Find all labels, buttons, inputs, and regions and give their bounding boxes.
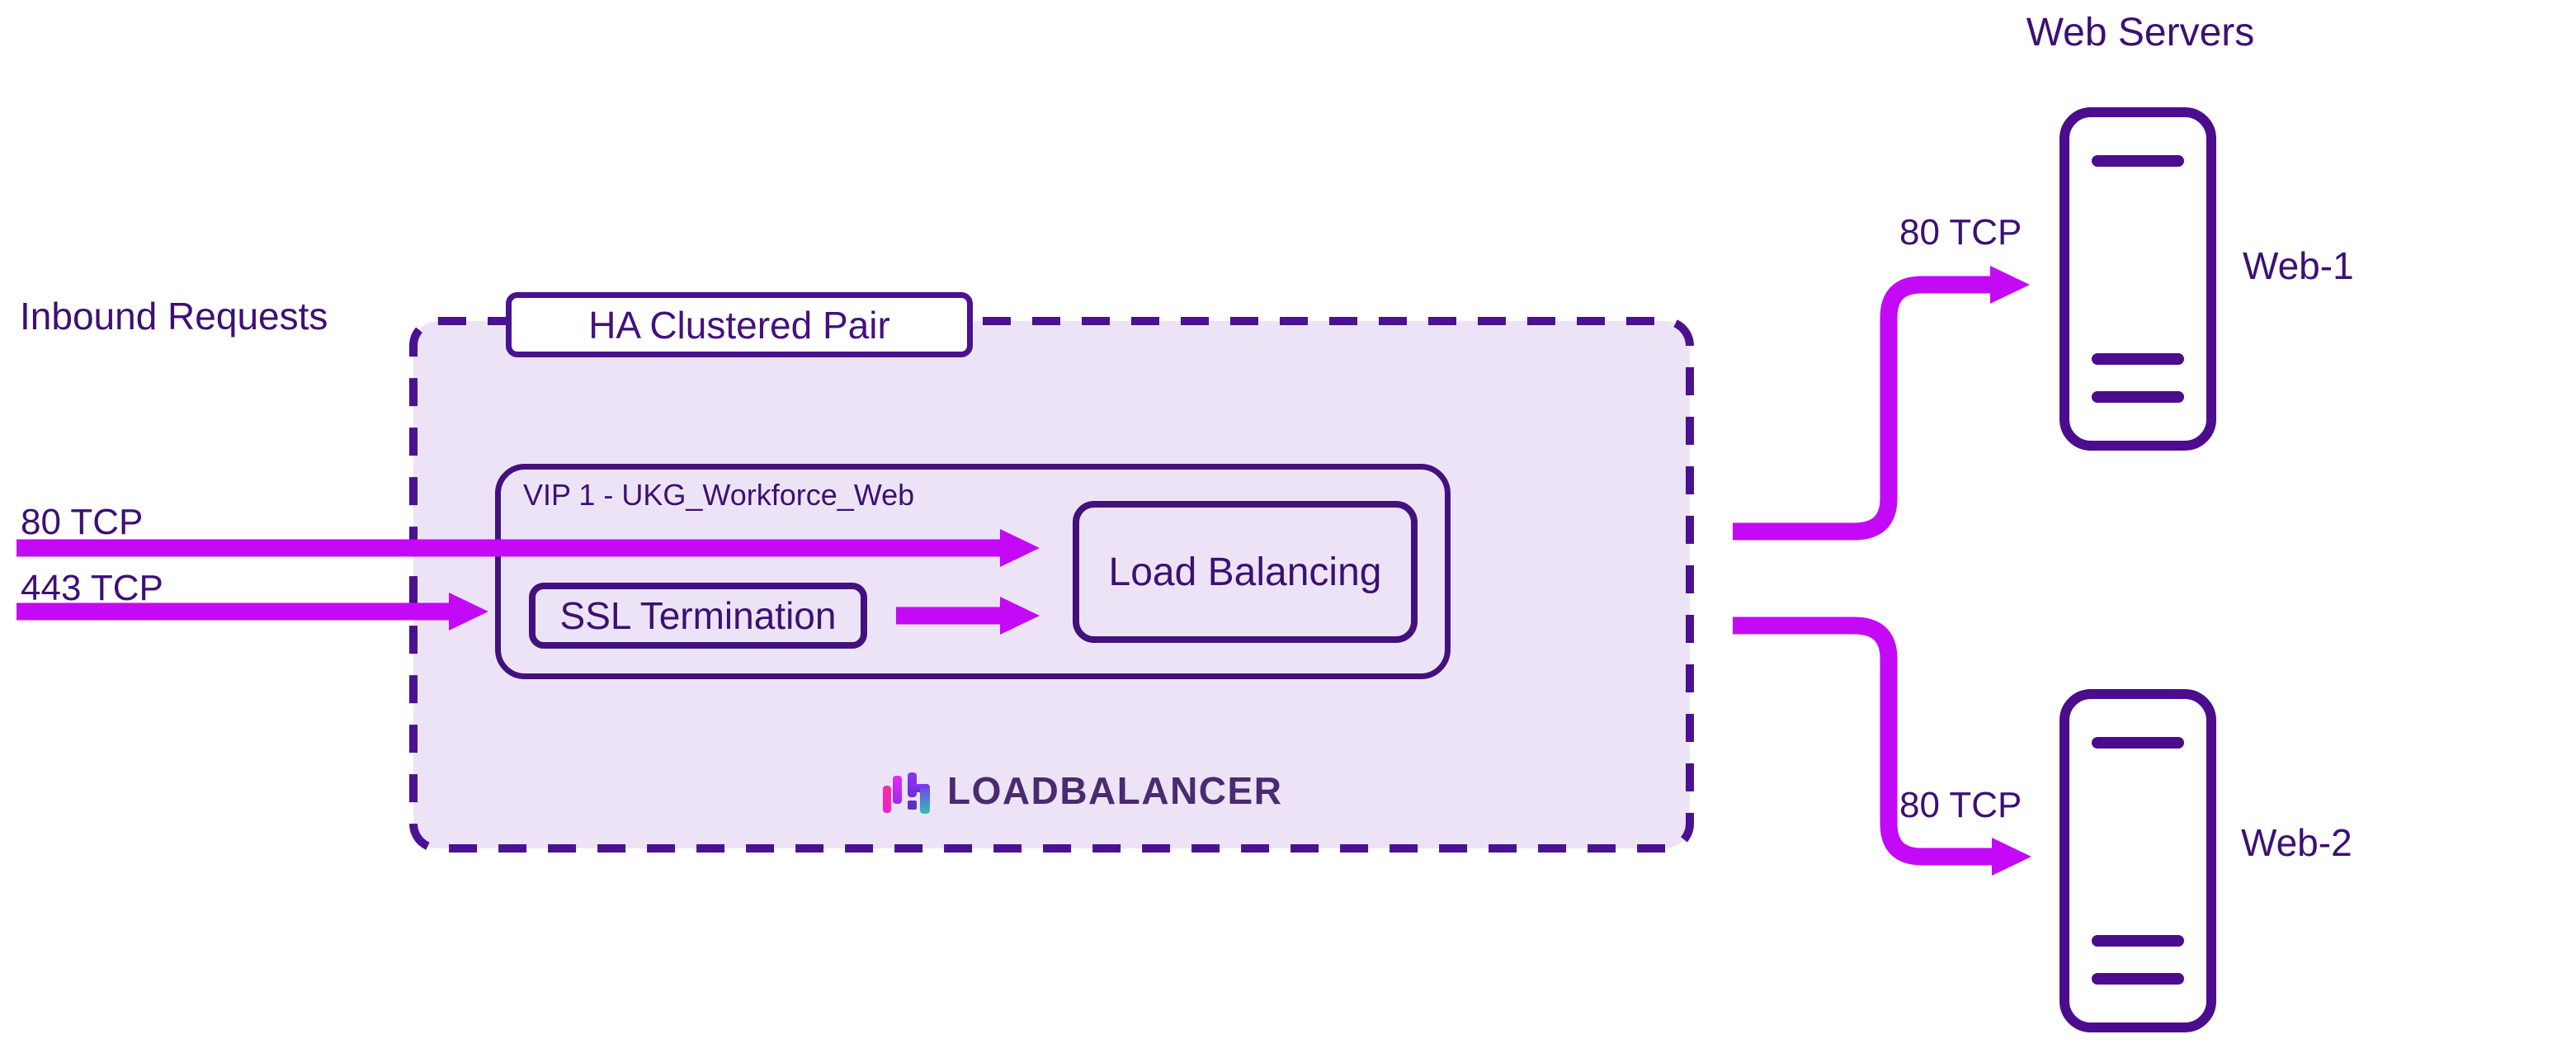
ha-cluster-title-box: HA Clustered Pair — [506, 292, 973, 357]
loadbalancer-logo-text: LOADBALANCER — [947, 769, 1283, 812]
vip-title: VIP 1 - UKG_Workforce_Web — [523, 478, 915, 512]
loadbalancer-logo: LOADBALANCER — [880, 766, 1282, 815]
server-slot — [2092, 737, 2184, 749]
web1-label: Web-1 — [2243, 244, 2354, 287]
arrow-cluster-to-web1 — [1733, 276, 1990, 541]
port-443-inbound-label: 443 TCP — [21, 568, 163, 608]
arrowhead-inbound-443tcp — [449, 593, 488, 631]
web2-label: Web-2 — [2241, 821, 2352, 864]
load-balancing-label: Load Balancing — [1108, 550, 1382, 594]
port-80-inbound-label: 80 TCP — [21, 502, 144, 542]
ha-cluster-title: HA Clustered Pair — [588, 303, 890, 347]
web-servers-title: Web Servers — [2026, 11, 2255, 54]
server-slot — [2092, 353, 2184, 365]
server-slot — [2092, 935, 2184, 947]
port-80-web1-label: 80 TCP — [1899, 212, 2022, 253]
server-slot — [2092, 155, 2184, 167]
server-slot — [2092, 391, 2184, 403]
ssl-termination-box: SSL Termination — [529, 583, 867, 649]
loadbalancer-logo-icon — [883, 772, 930, 814]
port-80-web2-label: 80 TCP — [1899, 785, 2022, 825]
load-balancing-box: Load Balancing — [1073, 501, 1418, 643]
server-web1-icon — [2059, 107, 2216, 451]
inbound-requests-label: Inbound Requests — [20, 295, 328, 338]
server-web2-icon — [2059, 689, 2216, 1032]
ssl-termination-label: SSL Termination — [559, 594, 837, 637]
arrowhead-cluster-to-web2 — [1992, 838, 2031, 876]
arrowhead-cluster-to-web1 — [1990, 266, 2030, 304]
server-slot — [2092, 973, 2184, 985]
